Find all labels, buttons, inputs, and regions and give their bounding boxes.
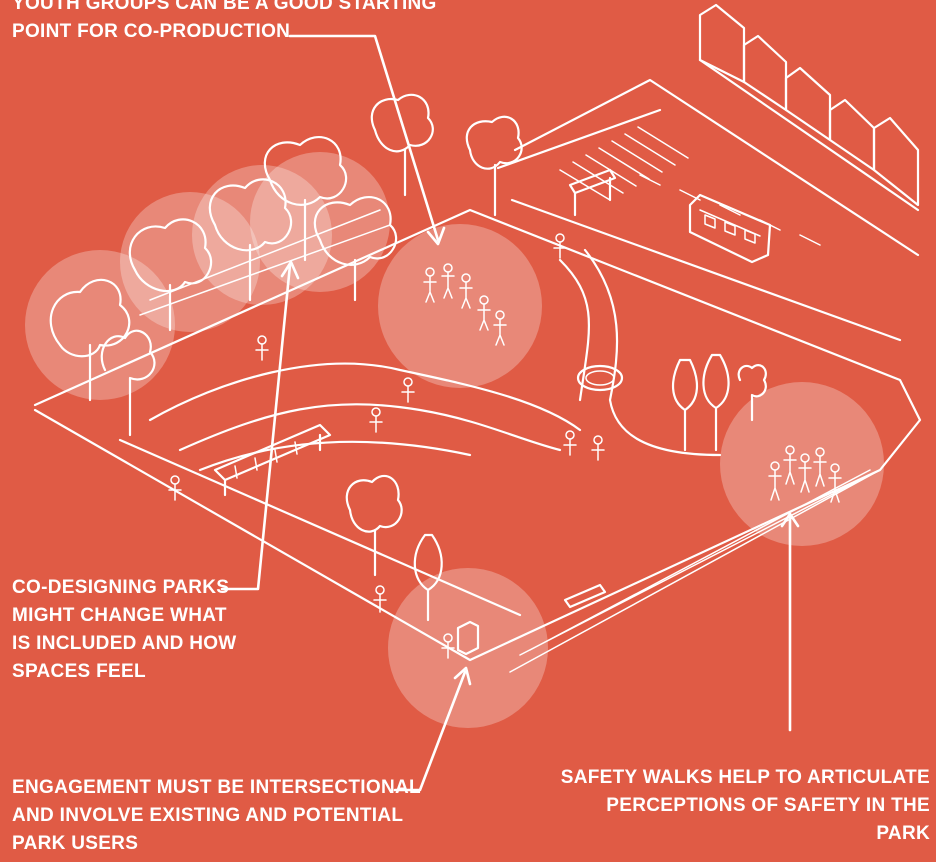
annotation-safety-walks: SAFETY WALKS HELP TO ARTICULATE PERCEPTI…: [561, 764, 930, 848]
tree-icon: [345, 474, 403, 577]
pointer-engagement: [393, 666, 472, 792]
tree-row: [49, 93, 523, 437]
annotation-line: POINT FOR CO-PRODUCTION: [12, 21, 291, 42]
bench-icon: [563, 583, 607, 609]
tree-icon: [465, 115, 523, 217]
highlight-youth-groups: [378, 224, 542, 388]
bus-stop-icon: [568, 168, 617, 217]
building-icon: [456, 620, 480, 656]
pointer-safety: [780, 512, 800, 732]
person-icon: [441, 633, 455, 659]
park-paths: [148, 248, 722, 472]
annotation-line: SAFETY WALKS HELP TO ARTICULATE: [560, 767, 930, 788]
tree-icon: [263, 135, 348, 262]
highlight-trees-2: [120, 192, 260, 332]
highlight-trees-1: [25, 250, 175, 400]
person-icon: [168, 475, 182, 501]
person-icon: [459, 273, 473, 309]
person-icon: [828, 463, 842, 503]
person-icon: [563, 430, 577, 456]
street-buildings: [698, 3, 920, 212]
annotation-line: PERCEPTIONS OF SAFETY IN THE: [606, 795, 930, 816]
person-icon: [783, 445, 797, 485]
tree-icon: [208, 178, 293, 302]
person-icon: [477, 295, 491, 331]
annotation-line: YOUTH GROUPS CAN BE A GOOD STARTING: [12, 0, 437, 14]
annotation-line: AND INVOLVE EXISTING AND POTENTIAL: [12, 805, 404, 826]
person-icon: [768, 461, 782, 501]
person-icon: [591, 435, 605, 461]
annotation-line: PARK: [876, 823, 930, 844]
annotation-co-designing: CO-DESIGNING PARKS MIGHT CHANGE WHAT IS …: [12, 574, 237, 686]
person-icon: [798, 453, 812, 493]
annotation-line: SPACES FEEL: [12, 661, 146, 682]
pointer-codesign: [220, 260, 300, 591]
highlight-circles: [25, 152, 884, 728]
tree-icon: [413, 533, 443, 622]
bench-icon: [213, 423, 332, 497]
highlight-trees-3: [192, 165, 332, 305]
tree-icon: [702, 353, 730, 452]
tree-icon: [737, 364, 767, 422]
tree-group-right: [672, 353, 767, 452]
person-icon: [423, 267, 437, 303]
annotation-line: ENGAGEMENT MUST BE INTERSECTIONAL: [12, 777, 421, 798]
person-icon: [493, 310, 507, 346]
park-outline: [33, 208, 922, 673]
annotation-line: IS INCLUDED AND HOW: [12, 633, 237, 654]
tree-group-bottom: [345, 474, 443, 622]
pointer-youth: [288, 34, 446, 246]
person-icon: [373, 585, 387, 613]
person-icon: [401, 377, 415, 403]
tree-icon: [49, 278, 131, 402]
highlight-entrance: [388, 568, 548, 728]
tree-icon: [370, 93, 434, 197]
annotation-line: PARK USERS: [12, 833, 139, 854]
annotation-engagement: ENGAGEMENT MUST BE INTERSECTIONAL AND IN…: [12, 774, 421, 858]
tree-icon: [672, 358, 698, 452]
tree-icon: [100, 329, 156, 437]
highlight-safety-walk: [720, 382, 884, 546]
annotation-line: CO-DESIGNING PARKS: [12, 577, 230, 598]
annotation-youth-groups: YOUTH GROUPS CAN BE A GOOD STARTING POIN…: [12, 0, 437, 46]
people: [168, 233, 842, 659]
person-icon: [369, 407, 383, 433]
bus-icon: [688, 193, 772, 264]
person-icon: [441, 263, 455, 299]
person-icon: [553, 233, 567, 259]
highlight-trees-4: [250, 152, 390, 292]
person-icon: [255, 335, 269, 361]
annotation-line: MIGHT CHANGE WHAT: [12, 605, 227, 626]
street: [496, 78, 920, 342]
person-icon: [813, 447, 827, 487]
